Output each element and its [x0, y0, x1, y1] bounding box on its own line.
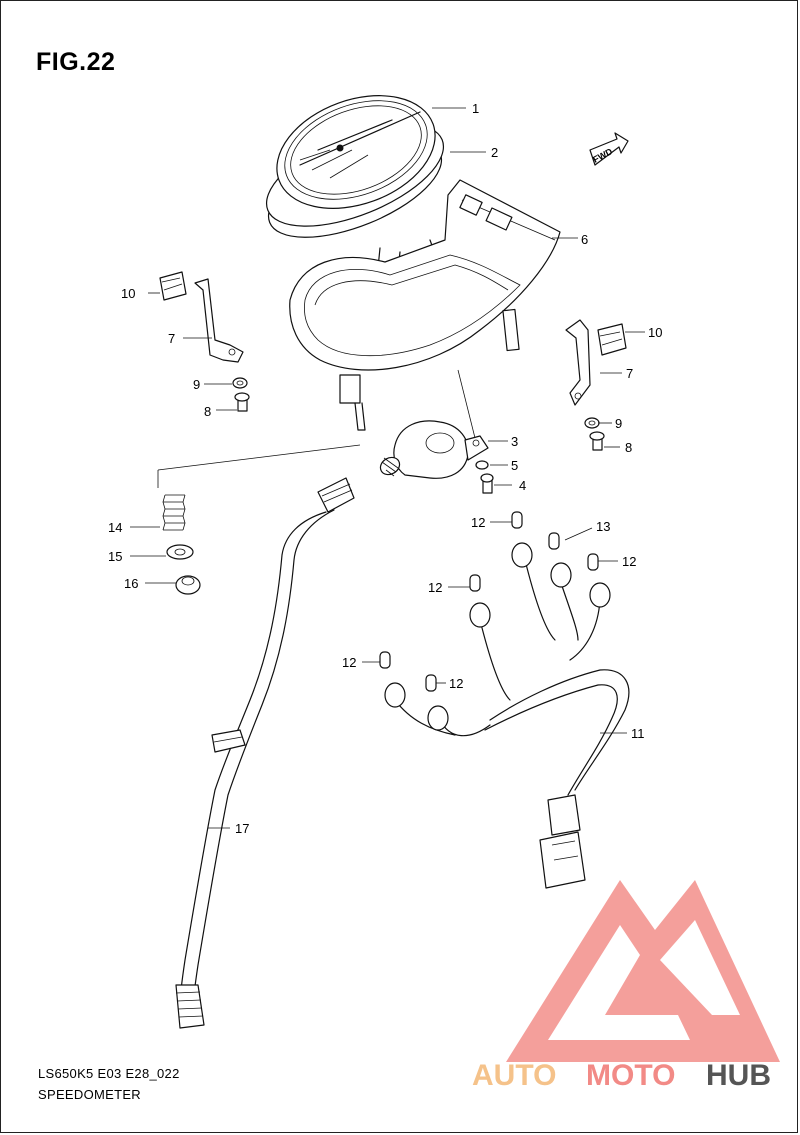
wiring-harness — [379, 511, 630, 889]
right-bracket-assembly — [565, 319, 627, 451]
callout-12-c: 12 — [428, 580, 442, 595]
callout-15: 15 — [108, 549, 122, 564]
callout-8-right: 8 — [625, 440, 632, 455]
callout-11: 11 — [631, 726, 645, 741]
callout-6: 6 — [581, 232, 588, 247]
callout-10-left: 10 — [121, 286, 135, 301]
gauge-bracket — [289, 179, 561, 431]
leader-lines — [130, 107, 645, 829]
callout-12-a: 12 — [471, 515, 485, 530]
speedometer-gearbox — [379, 420, 489, 479]
callout-5: 5 — [511, 458, 518, 473]
callout-1: 1 — [472, 101, 479, 116]
reference-lines — [157, 369, 476, 488]
watermark-brand: AUTO MOTO HUB — [472, 1059, 771, 1092]
gearbox-screw-washer — [475, 460, 494, 494]
callout-13: 13 — [596, 519, 610, 534]
model-code: LS650K5 E03 E28_022 — [38, 1066, 180, 1081]
watermark-logo — [506, 880, 780, 1062]
callout-7-left: 7 — [168, 331, 175, 346]
watermark-hub: HUB — [706, 1059, 771, 1092]
indicator-bulbs — [379, 511, 599, 692]
callout-numbers: 1 2 3 4 5 6 7 7 8 8 9 9 10 10 11 12 12 1… — [108, 101, 662, 836]
callout-12-e: 12 — [449, 676, 463, 691]
speedometer-gauge — [265, 95, 471, 337]
left-bracket-assembly — [159, 271, 250, 412]
callout-9-right: 9 — [615, 416, 622, 431]
callout-8-left: 8 — [204, 404, 211, 419]
fwd-direction-badge: FWD — [589, 132, 629, 166]
callout-3: 3 — [511, 434, 518, 449]
watermark-moto: MOTO — [586, 1059, 675, 1092]
callout-10-right: 10 — [648, 325, 662, 340]
harness-sockets — [384, 542, 611, 731]
callout-7-right: 7 — [626, 366, 633, 381]
callout-12-d: 12 — [342, 655, 356, 670]
callout-12-b: 12 — [622, 554, 636, 569]
callout-2: 2 — [491, 145, 498, 160]
callout-4: 4 — [519, 478, 526, 493]
figure-title: FIG.22 — [36, 48, 116, 76]
callout-16: 16 — [124, 576, 138, 591]
callout-17: 17 — [235, 821, 249, 836]
spring-washer-grommet — [162, 494, 201, 595]
section-name: SPEEDOMETER — [38, 1087, 141, 1102]
callout-9-left: 9 — [193, 377, 200, 392]
watermark-auto: AUTO — [472, 1059, 556, 1092]
callout-14: 14 — [108, 520, 122, 535]
speedometer-cable — [175, 477, 355, 1029]
